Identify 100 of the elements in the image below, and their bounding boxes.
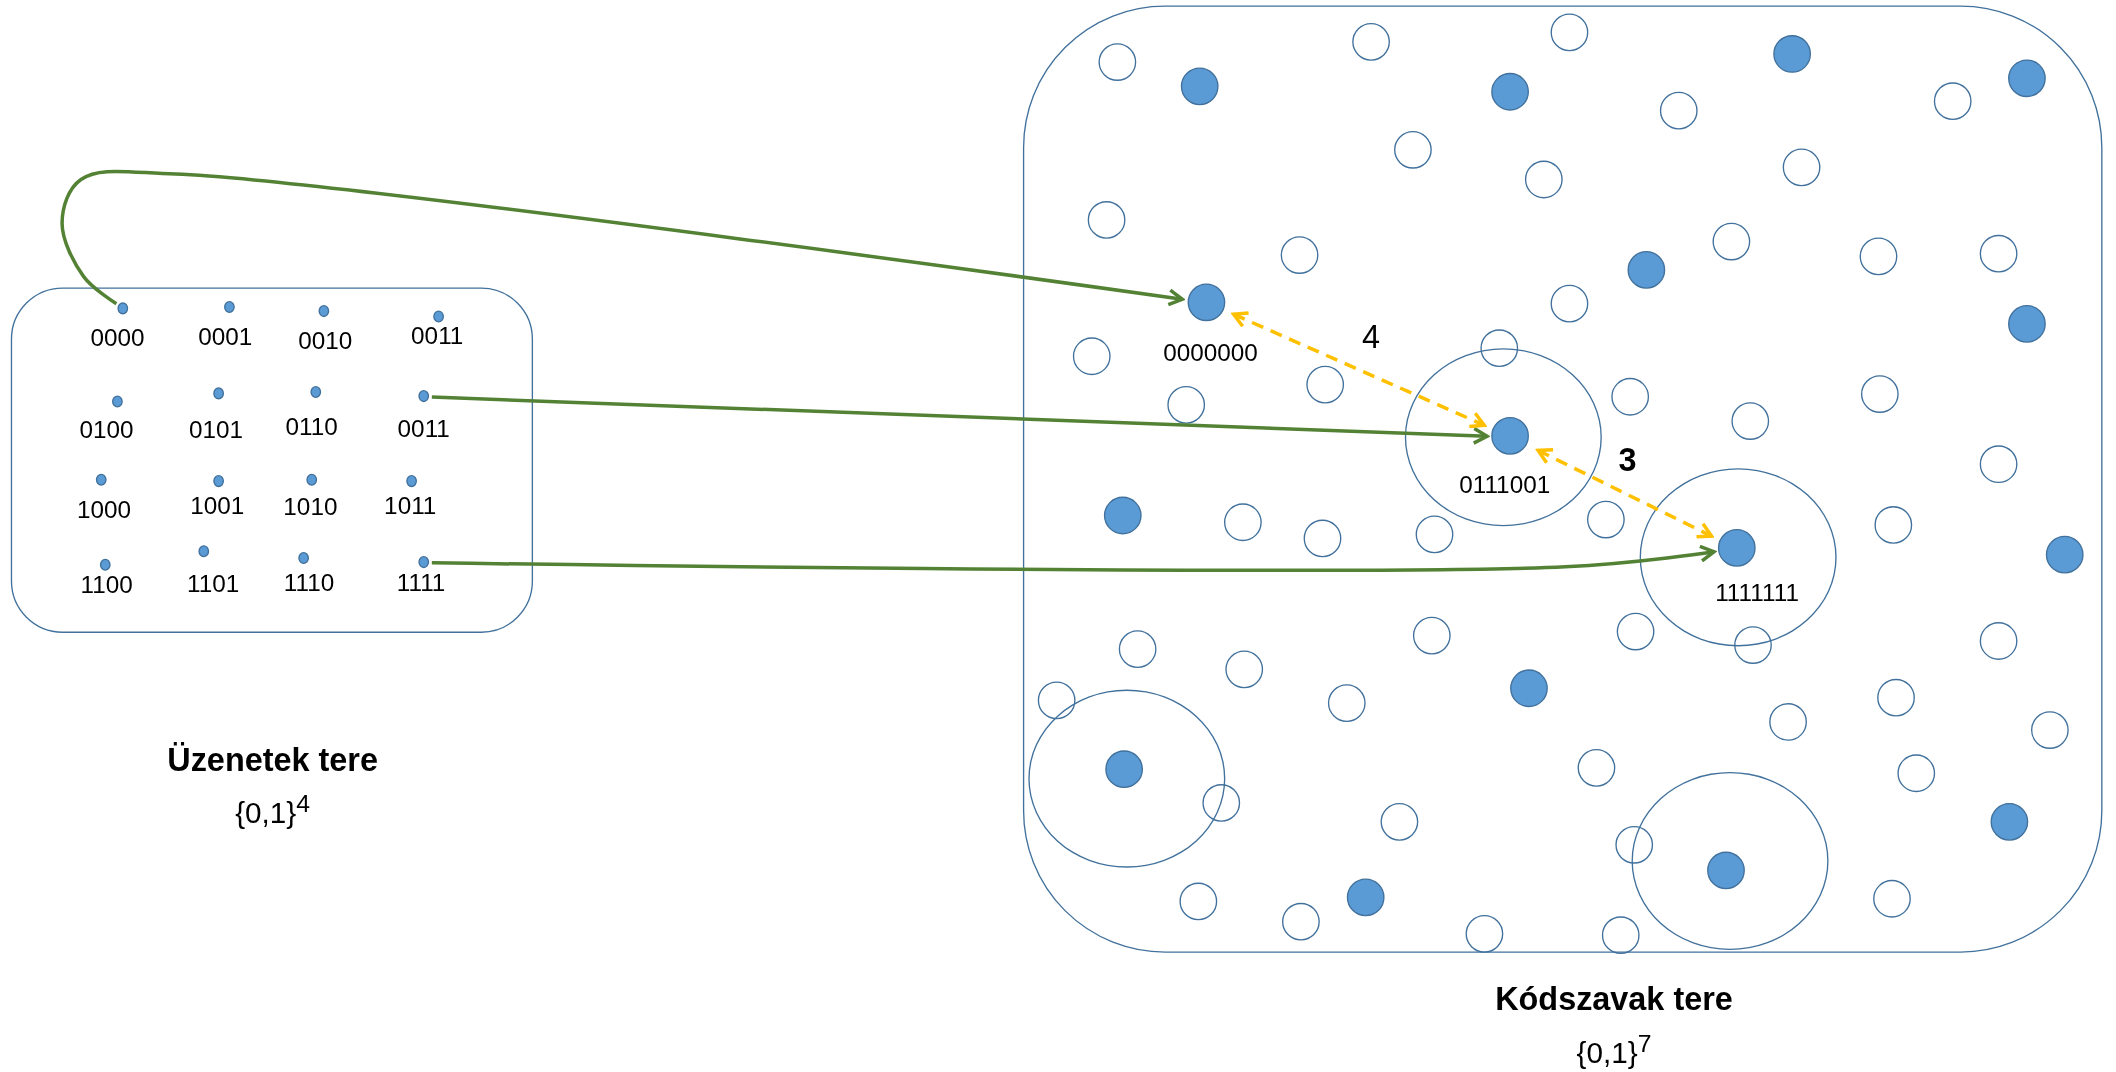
bit-string-label: 1011 <box>384 492 437 520</box>
bit-string-label: 0100 <box>79 416 134 445</box>
hollow-circle <box>1768 702 1807 741</box>
filled-dot <box>1707 851 1745 890</box>
hollow-circle <box>1224 649 1263 688</box>
hollow-circle <box>1601 915 1639 954</box>
hollow-circle <box>1280 235 1318 274</box>
bit-string-label: 0000 <box>90 324 145 353</box>
filled-dot <box>1509 668 1548 707</box>
filled-dot <box>2007 58 2046 97</box>
hollow-circle <box>1979 444 2017 483</box>
arrow <box>431 544 1716 573</box>
rounded-panel <box>10 287 534 633</box>
message-dot <box>212 475 224 488</box>
filled-dot <box>1491 417 1529 455</box>
message-dot <box>223 300 235 314</box>
hollow-circle <box>1281 902 1320 940</box>
filled-dot <box>1626 250 1665 289</box>
hollow-circle <box>1576 748 1615 787</box>
hollow-circle <box>1072 336 1110 375</box>
filled-dot <box>1180 66 1218 105</box>
hollow-circle <box>1464 914 1503 953</box>
set-notation: {0,1}$^{4}$ <box>235 789 311 831</box>
arrow <box>431 395 1489 445</box>
hollow-circle <box>1479 328 1518 367</box>
hollow-circle <box>1858 236 1897 275</box>
hollow-circle <box>1860 374 1899 413</box>
dashed-double-arrow <box>1231 311 1487 429</box>
filled-dot <box>2045 535 2083 573</box>
message-dot <box>417 390 429 403</box>
arrow <box>60 169 1185 307</box>
hollow-circle <box>1659 91 1697 129</box>
bit-string-label: 1010 <box>283 493 338 522</box>
hollow-circle <box>1873 505 1912 544</box>
bit-string-label: 0101 <box>188 416 243 445</box>
filled-dot <box>2007 304 2046 343</box>
bit-string-label: 1000 <box>76 496 131 525</box>
hollow-circle <box>1351 22 1390 61</box>
message-dot <box>309 385 321 399</box>
hollow-circle <box>1549 284 1588 322</box>
message-dot <box>417 556 429 569</box>
hollow-circle <box>1305 365 1344 403</box>
hollow-circle <box>1610 377 1649 415</box>
hollow-circle <box>1223 502 1262 541</box>
bit-string-label: 1110 <box>283 569 335 597</box>
space-title: Üzenetek tere <box>167 741 378 779</box>
rounded-panel <box>1022 5 2103 953</box>
hollow-circle <box>1524 159 1563 198</box>
hollow-circle <box>1872 879 1911 917</box>
filled-dot <box>1103 495 1141 534</box>
hollow-circle <box>1166 385 1205 424</box>
bit-string-label: 0011 <box>397 415 450 444</box>
hollow-circle <box>1896 753 1935 792</box>
hollow-circle <box>1327 683 1365 722</box>
message-dot <box>317 305 329 318</box>
filled-dot <box>1989 802 2028 841</box>
hollow-circle <box>1549 12 1588 51</box>
filled-dot <box>1105 750 1143 789</box>
bit-string-label: 0000000 <box>1163 339 1258 368</box>
hollow-circle <box>1178 881 1217 920</box>
hollow-circle <box>1933 81 1971 120</box>
hollow-circle <box>1730 401 1769 440</box>
hollow-circle <box>1414 514 1453 553</box>
radius-circle <box>1630 771 1828 950</box>
bit-string-label: 1100 <box>80 571 133 600</box>
filled-dot <box>1346 877 1384 916</box>
filled-dot <box>1717 529 1756 567</box>
hollow-circle <box>1201 783 1240 822</box>
bit-string-label: 0010 <box>298 327 353 356</box>
hollow-circle <box>1393 130 1432 168</box>
hollow-circle <box>1782 147 1820 186</box>
set-notation: {0,1}$^{7}$ <box>1576 1029 1652 1071</box>
bit-string-label: 1001 <box>190 492 245 520</box>
dashed-double-arrow <box>1536 447 1714 539</box>
hollow-circle <box>2030 710 2069 749</box>
message-dot <box>405 475 417 488</box>
message-dot <box>305 473 317 486</box>
hollow-circle <box>1379 802 1418 841</box>
message-dot <box>111 395 123 408</box>
hollow-circle <box>1037 680 1075 719</box>
radius-circle <box>1404 347 1602 526</box>
message-dot <box>197 545 209 558</box>
bit-string-label: 0001 <box>198 323 253 352</box>
message-dot <box>95 473 106 486</box>
hollow-circle <box>1097 42 1136 81</box>
filled-dot <box>1490 72 1529 110</box>
radius-circle <box>1638 467 1836 646</box>
hollow-circle <box>1711 222 1750 260</box>
hollow-circle <box>1979 621 2017 660</box>
hollow-circle <box>1979 234 2017 272</box>
radius-circle <box>1027 688 1225 868</box>
hollow-circle <box>1302 518 1341 557</box>
bit-string-label: 1111111 <box>1715 579 1799 608</box>
bit-string-label: 1111 <box>396 569 446 597</box>
bit-string-label: 1101 <box>187 570 240 599</box>
bit-string-label: 0011 <box>411 322 464 350</box>
message-dot <box>432 310 444 323</box>
hollow-circle <box>1733 625 1772 664</box>
hollow-circle <box>1118 629 1156 668</box>
message-dot <box>297 551 309 565</box>
